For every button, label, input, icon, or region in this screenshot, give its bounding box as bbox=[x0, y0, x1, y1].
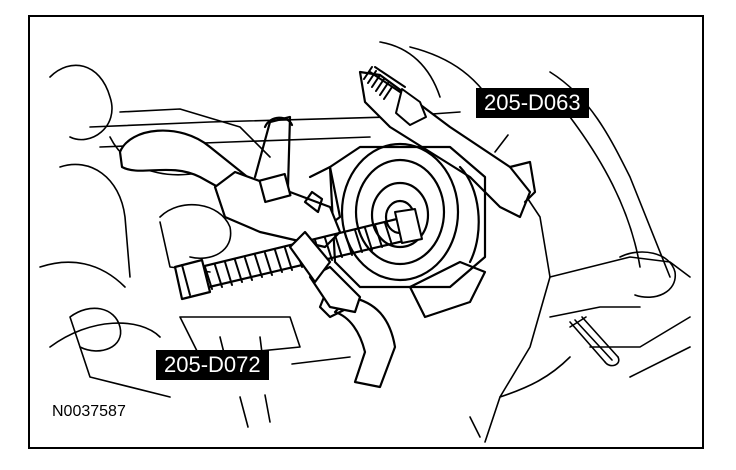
lower-arm bbox=[288, 230, 362, 314]
background-linework bbox=[39, 41, 691, 443]
puller-illustration bbox=[39, 41, 691, 443]
callout-205-D072: 205-D072 bbox=[156, 350, 269, 380]
figure-reference-number: N0037587 bbox=[52, 403, 126, 420]
upper-bolt bbox=[363, 66, 427, 126]
puller-crossbar bbox=[213, 115, 342, 249]
leader-lines bbox=[291, 134, 509, 365]
callout-205-D063: 205-D063 bbox=[476, 88, 589, 118]
diagram-frame: 205-D063 205-D072 N0037587 bbox=[28, 15, 704, 449]
forcing-screw bbox=[173, 208, 423, 301]
